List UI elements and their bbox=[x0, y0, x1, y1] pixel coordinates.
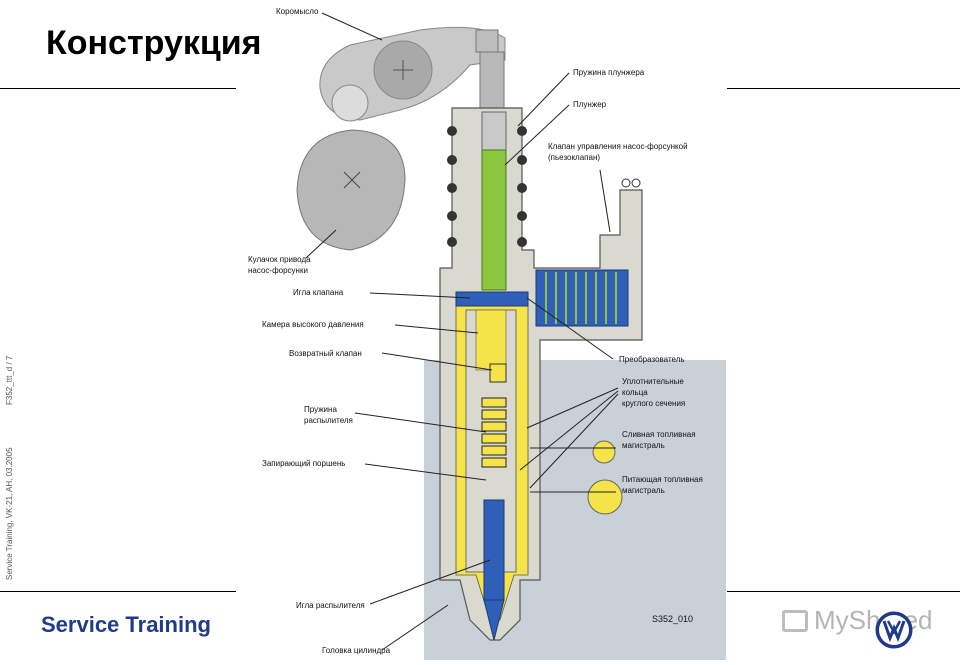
rocker-arm bbox=[319, 26, 506, 122]
footer-rule-left bbox=[0, 591, 236, 592]
label-rocker: Коромысло bbox=[276, 7, 319, 16]
page-title: Конструкция bbox=[46, 24, 262, 62]
header-rule-left bbox=[0, 88, 236, 89]
label-cylinder-head: Головка цилиндра bbox=[322, 646, 391, 655]
return-valve bbox=[489, 363, 507, 383]
label-chamber: Камера высокого давления bbox=[262, 320, 364, 329]
label-cam-2: насос-форсунки bbox=[248, 266, 308, 275]
fuel-line-ports bbox=[587, 440, 623, 515]
leader-lines bbox=[305, 12, 619, 651]
piezo-valve bbox=[455, 178, 641, 327]
plunger-spring-coils bbox=[447, 126, 527, 247]
label-return-valve: Возвратный клапан bbox=[289, 349, 362, 358]
label-converter: Преобразователь bbox=[619, 355, 685, 364]
cam-lobe bbox=[296, 129, 406, 251]
label-drain-1: Сливная топливная bbox=[622, 430, 696, 439]
presentation-icon bbox=[782, 609, 808, 632]
label-nozzle-needle: Игла распылителя bbox=[296, 601, 365, 610]
watermark: MyShared bbox=[782, 605, 933, 636]
label-lock-piston: Запирающий поршень bbox=[262, 459, 345, 468]
label-oring-1: Уплотнительные bbox=[622, 377, 684, 386]
label-nozzle-spring-2: распылителя bbox=[304, 416, 353, 425]
footer-brand: Service Training bbox=[41, 612, 211, 637]
label-valve-2: (пьезоклапан) bbox=[548, 153, 600, 162]
label-cam-1: Кулачок привода bbox=[248, 255, 311, 264]
label-oring-3: круглого сечения bbox=[622, 399, 685, 408]
label-plunger: Плунжер bbox=[573, 100, 607, 109]
vw-logo-icon bbox=[875, 611, 913, 649]
label-nozzle-spring-1: Пружина bbox=[304, 405, 337, 414]
plunger bbox=[481, 111, 507, 291]
figure-id: S352_010 bbox=[652, 614, 693, 624]
label-oring-2: кольца bbox=[622, 388, 648, 397]
header-rule-right bbox=[727, 88, 960, 89]
label-feed-1: Питающая топливная bbox=[622, 475, 703, 484]
watermark-text: MyShared bbox=[814, 605, 933, 635]
label-feed-2: магистраль bbox=[622, 486, 665, 495]
nozzle-needle bbox=[483, 499, 505, 641]
label-plunger-spring: Пружина плунжера bbox=[573, 68, 645, 77]
label-needle-valve: Игла клапана bbox=[293, 288, 344, 297]
label-drain-2: магистраль bbox=[622, 441, 665, 450]
nozzle-spring bbox=[481, 397, 507, 468]
footer-rule-right bbox=[727, 591, 960, 592]
label-valve-1: Клапан управления насос-форсункой bbox=[548, 142, 688, 151]
